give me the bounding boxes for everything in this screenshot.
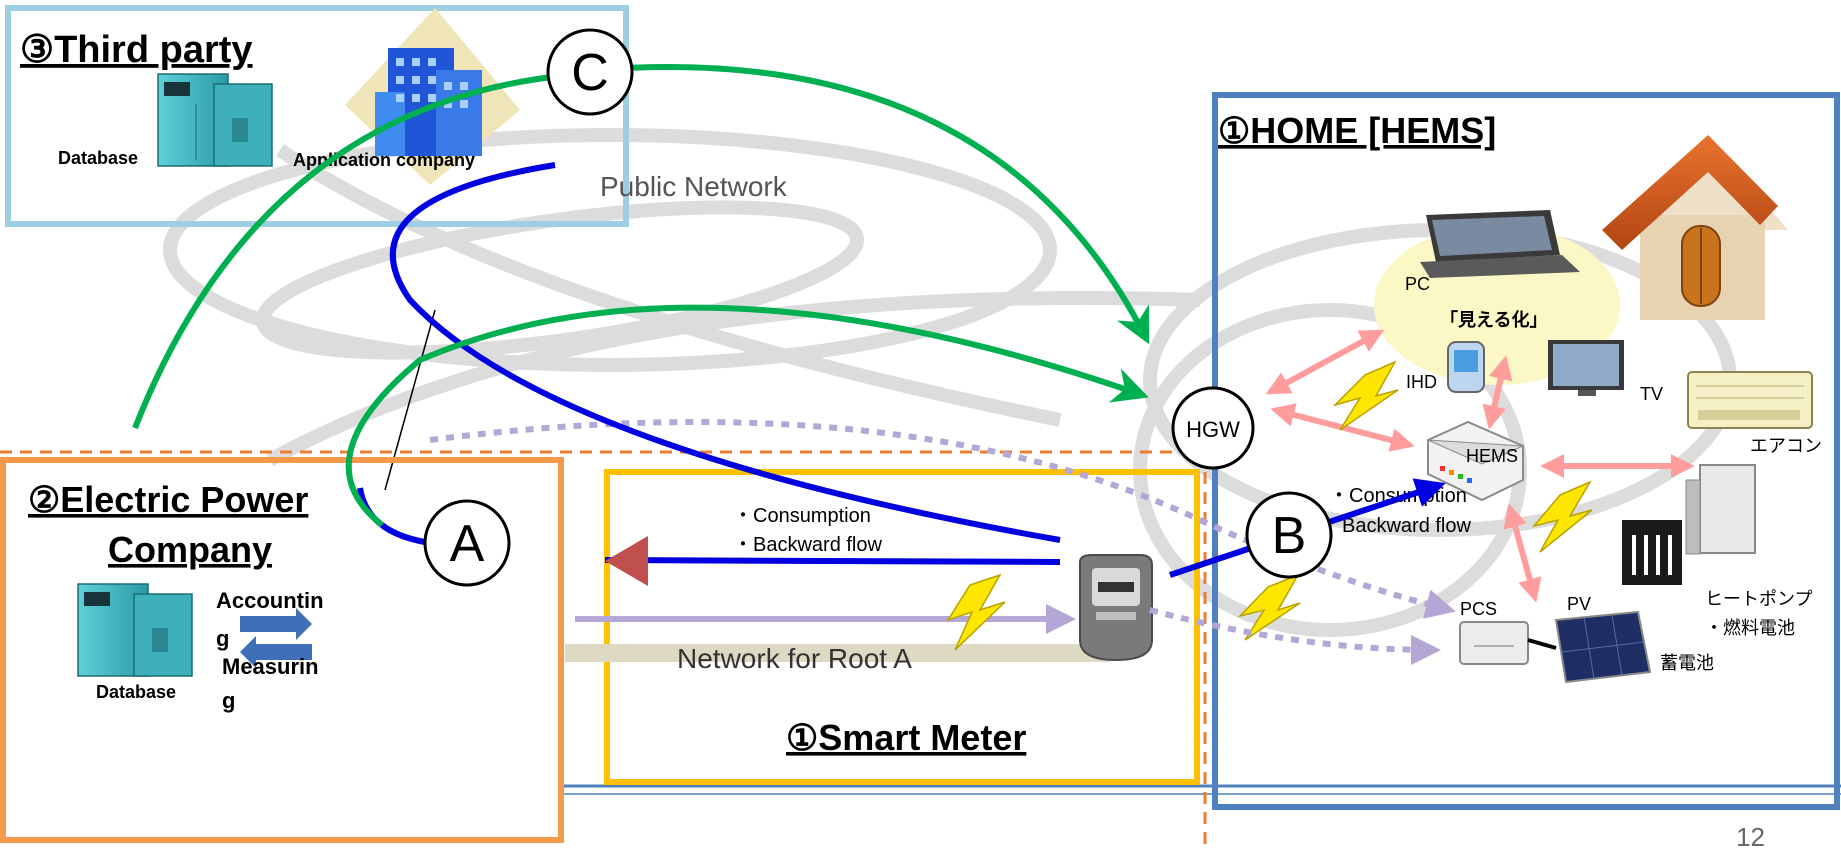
house-icon — [1602, 135, 1788, 320]
pc-label: PC — [1405, 274, 1430, 294]
route-a-arrowhead — [605, 536, 648, 586]
home-lightning-icon — [1237, 360, 1593, 641]
smart-meter-device-icon — [1079, 554, 1153, 662]
tv-label: TV — [1640, 384, 1663, 404]
heatpump-label-line1: ヒートポンプ — [1705, 589, 1812, 610]
pcs-icon — [1459, 621, 1529, 665]
air-conditioner-icon — [1687, 371, 1813, 429]
power-company-title-line1: ②Electric Power — [28, 479, 308, 520]
exchange-arrows-icon — [240, 608, 312, 668]
hgw-label: HGW — [1186, 417, 1240, 442]
measuring-label-line2: g — [222, 688, 235, 713]
accounting-label-line2: g — [216, 626, 229, 651]
pv-label: PV — [1567, 594, 1591, 614]
home-flow-line2: Backward flow — [1342, 515, 1471, 537]
heatpump-label-line2: ・燃料電池 — [1705, 618, 1795, 639]
aircon-label: エアコン — [1750, 436, 1822, 457]
pcs-pv-cable — [1527, 638, 1557, 650]
tv-icon — [1548, 340, 1624, 396]
power-company-database-label: Database — [96, 682, 176, 702]
smart-meter-box — [604, 469, 1200, 785]
lavender-dotted-routes — [429, 419, 1456, 665]
root-a-network-band — [565, 644, 1110, 662]
hems-device-icon — [1427, 420, 1524, 502]
route-b-marker: B — [1245, 491, 1333, 579]
lightning-icon — [946, 573, 1006, 651]
third-party-database-icon — [157, 73, 273, 167]
ihd-icon — [1447, 341, 1485, 393]
page-number: 12 — [1736, 822, 1765, 846]
mieruka-label: 「見える化」 — [1440, 309, 1547, 331]
power-company-database-icon — [77, 583, 193, 677]
route-a-marker: A — [423, 499, 511, 587]
smart-meter-flow-line1: ・Consumption — [733, 505, 871, 527]
pc-icon — [1420, 210, 1580, 278]
power-company-box — [0, 457, 564, 843]
power-company-title-line2: Company — [108, 529, 272, 570]
root-a-network-label: Network for Root A — [677, 643, 912, 674]
ihd-label: IHD — [1406, 372, 1437, 392]
third-party-box — [5, 5, 629, 227]
third-party-database-label: Database — [58, 148, 138, 168]
smart-meter-title: ①Smart Meter — [786, 717, 1026, 758]
route-c-green-line — [132, 64, 1150, 528]
accounting-label-line1: Accountin — [216, 588, 324, 613]
hgw-marker: HGW — [1171, 386, 1255, 470]
battery-icon — [1622, 520, 1682, 585]
route-c-marker: C — [546, 28, 634, 116]
hems-label: HEMS — [1466, 446, 1518, 466]
home-device-links — [1265, 329, 1695, 603]
route-c-label: C — [571, 44, 609, 102]
route-b-label: B — [1272, 507, 1307, 565]
route-a-label: A — [450, 515, 485, 573]
public-network-label: Public Network — [600, 171, 788, 202]
home-title: ①HOME [HEMS] — [1218, 110, 1496, 151]
pcs-label: PCS — [1460, 599, 1497, 619]
slide-footer-lines — [560, 784, 1841, 795]
pv-panel-icon — [1554, 610, 1652, 684]
smart-meter-flow-line2: ・Backward flow — [733, 534, 882, 556]
battery-label: 蓄電池 — [1660, 653, 1714, 674]
third-party-title: ③Third party — [20, 29, 253, 71]
measuring-label-line1: Measurin — [222, 654, 319, 679]
